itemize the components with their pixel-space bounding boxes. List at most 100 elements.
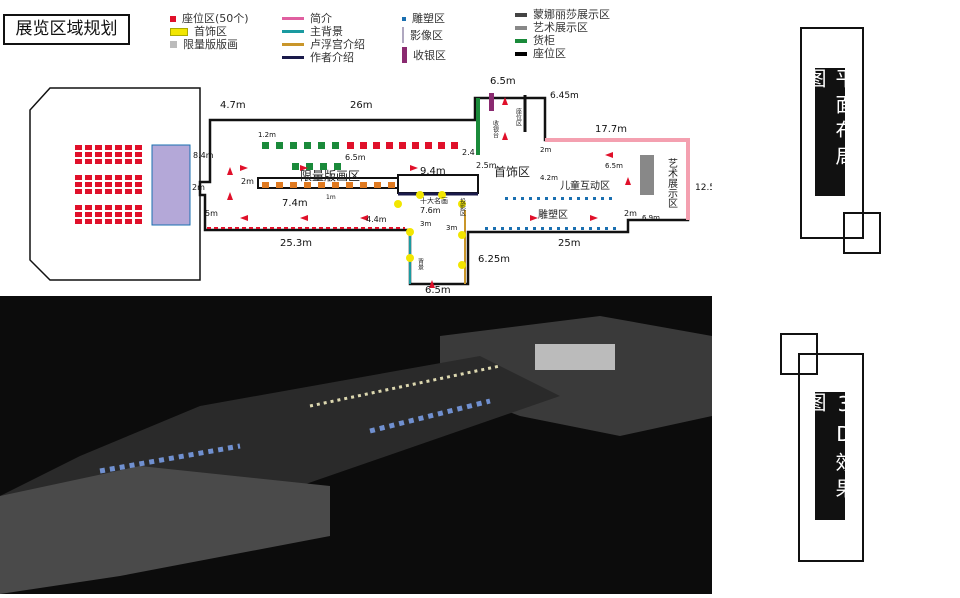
dim-label: 7.6m (420, 206, 441, 215)
famous-paintings-wall (397, 174, 479, 194)
render-sculptures (99, 443, 241, 474)
sculpture-mark (549, 227, 552, 230)
seat (115, 145, 122, 150)
seat (115, 205, 122, 210)
seat (105, 219, 112, 224)
render-hall (0, 466, 330, 594)
seat (85, 189, 92, 194)
seat (95, 189, 102, 194)
dim-label: 26m (350, 100, 372, 111)
cabinet-block (276, 142, 283, 149)
video-label: 投影区 (459, 197, 466, 216)
render-side-label: 3D效果图 (803, 392, 856, 520)
seat (85, 152, 92, 157)
render-lights (309, 364, 501, 408)
legend-col1: 座位区(50个) 首饰区 限量版版画 (170, 12, 249, 51)
jewelry-spot (394, 200, 402, 208)
sculpture-mark (517, 227, 520, 230)
dim-label: 6.25m (478, 254, 510, 265)
dim-label: 17.7m (595, 124, 627, 135)
sculpture-mark (529, 197, 532, 200)
arrow-up-icon (502, 97, 508, 105)
dim-label: 2.4 (462, 148, 475, 157)
render-sculptures (369, 398, 491, 434)
dim-label: 2m (624, 209, 637, 218)
seat (125, 212, 132, 217)
sculpture-mark (585, 197, 588, 200)
print-block (346, 182, 353, 188)
screen-area (151, 144, 191, 226)
arrow-right-icon (240, 165, 248, 171)
seat (85, 219, 92, 224)
sculpture-swatch (402, 16, 406, 21)
seat (85, 159, 92, 164)
sculpture-mark (577, 197, 580, 200)
arrow-up-icon (502, 132, 508, 140)
jewelry-swatch (170, 27, 188, 36)
zone-art-label: 艺术展示区 (666, 158, 678, 208)
sculpture-mark (545, 197, 548, 200)
sculpture-mark (565, 227, 568, 230)
seat (125, 205, 132, 210)
sculpture-mark (541, 227, 544, 230)
arrow-right-icon (410, 165, 418, 171)
sculpture-mark (521, 197, 524, 200)
gallery-wall (198, 96, 690, 286)
arrow-right-icon (530, 215, 538, 221)
legend-col3: 雕塑区 影像区 收银区 (402, 12, 446, 65)
dim-label: 5m (205, 209, 218, 218)
seat (135, 219, 142, 224)
seat (125, 152, 132, 157)
seat (75, 189, 82, 194)
dim-label: 4.7m (220, 100, 246, 111)
legend-label: 简介 (310, 12, 332, 25)
seat (115, 159, 122, 164)
arrow-left-icon (605, 152, 613, 158)
print-block (290, 182, 297, 188)
seat (75, 145, 82, 150)
seat (95, 212, 102, 217)
seat-block (438, 142, 445, 149)
dim-label: 6.45m (550, 91, 579, 101)
render-frame (798, 353, 864, 562)
seat (135, 182, 142, 187)
jewelry-spot (458, 261, 466, 269)
legend-label: 首饰区 (194, 25, 227, 38)
seat (125, 175, 132, 180)
seat (95, 145, 102, 150)
seat-block (451, 142, 458, 149)
seat (135, 152, 142, 157)
seat (85, 212, 92, 217)
dim-label: 6.5m (605, 162, 623, 170)
cabinet-block (318, 142, 325, 149)
seat (95, 205, 102, 210)
seat-block (373, 142, 380, 149)
seat (135, 145, 142, 150)
seat (135, 159, 142, 164)
sculpture-mark (537, 197, 540, 200)
dim-label: 25m (558, 238, 580, 249)
seat (85, 175, 92, 180)
seat (75, 159, 82, 164)
zone-sculpture-label: 雕塑区 (538, 208, 568, 221)
dim-label: 6.5m (425, 285, 451, 296)
seat (95, 182, 102, 187)
print-block (318, 182, 325, 188)
seat-zone-label: 座位区 (515, 107, 522, 126)
render-seats (535, 344, 615, 370)
decor-square (843, 212, 881, 254)
jewelry-spot (406, 254, 414, 262)
zone-jewelry-label: 首饰区 (494, 165, 530, 179)
sculpture-mark (569, 197, 572, 200)
arrow-up-icon (227, 167, 233, 175)
arrow-left-icon (360, 215, 368, 221)
video-swatch (402, 27, 404, 43)
seat (105, 212, 112, 217)
arrow-left-icon (300, 215, 308, 221)
sculpture-mark (493, 227, 496, 230)
print-block (374, 182, 381, 188)
legend-label: 卢浮宫介绍 (310, 38, 365, 51)
seat (85, 182, 92, 187)
seat (75, 182, 82, 187)
jewelry-spot (458, 231, 466, 239)
